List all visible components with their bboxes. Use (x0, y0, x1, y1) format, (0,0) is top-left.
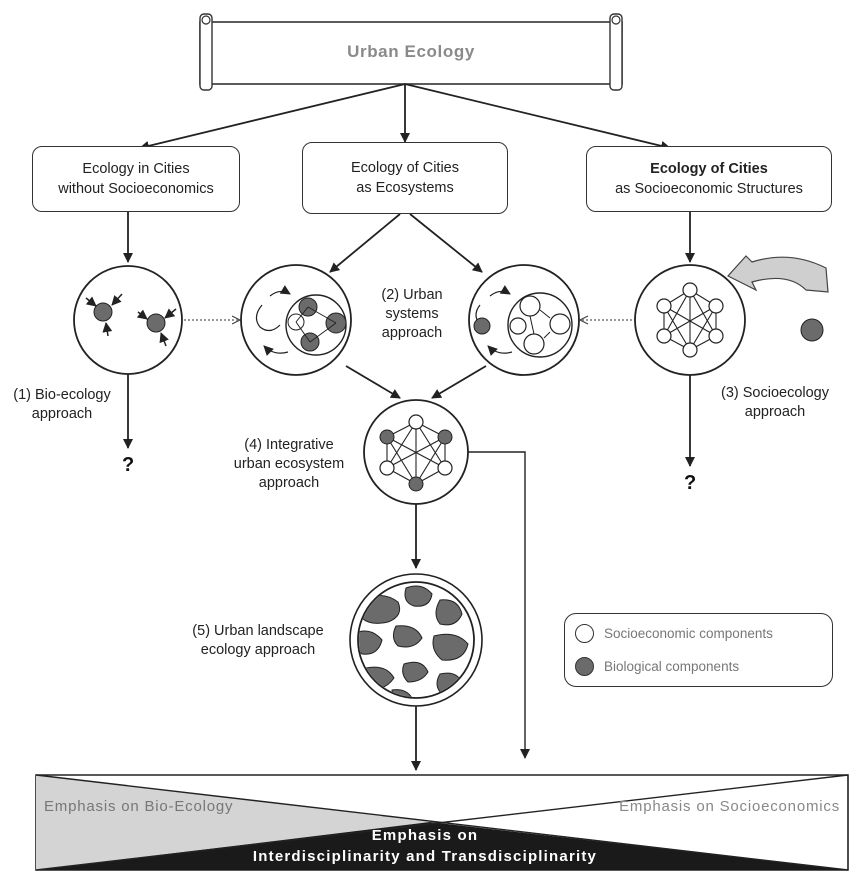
arrow-title-left (139, 83, 406, 151)
emphasis-band (35, 774, 849, 871)
socio-label-line2: approach (744, 404, 806, 420)
branch-left-line1: Ecology in Cities (82, 161, 190, 177)
bio-ecology-circle (73, 265, 183, 375)
socioecology-circle (634, 264, 746, 376)
label-urban-systems-approach: (2) Urban systems approach (362, 286, 462, 343)
bio-label-line2: approach (31, 406, 93, 422)
label-bio-ecology-approach: (1) Bio-ecology approach (2, 386, 122, 424)
integrative-label-line2: urban ecosystem (233, 456, 345, 472)
title-scroll (199, 13, 623, 91)
bio-label-line1: (1) Bio-ecology (13, 387, 111, 403)
bio-circle-icon (575, 657, 594, 676)
legend-bio-label: Biological components (604, 659, 740, 674)
label-landscape-approach: (5) Urban landscape ecology approach (166, 622, 350, 660)
label-socioecology-approach: (3) Socioecology approach (700, 384, 850, 422)
title: Urban Ecology (347, 42, 475, 61)
branch-left-line2: without Socioeconomics (58, 181, 214, 197)
emphasis-center-line2: Interdisciplinarity and Transdisciplinar… (252, 848, 598, 865)
emphasis-center-line1: Emphasis on (371, 827, 479, 844)
question-mark-left: ? (122, 454, 135, 476)
integrative-label-line3: approach (258, 475, 320, 491)
urban-systems-circle-left (240, 264, 352, 376)
integrative-label-line1: (4) Integrative (244, 437, 334, 453)
arrow-middle-to-systems-left (329, 213, 401, 273)
branch-right-line2: as Socioeconomic Structures (615, 181, 803, 197)
landscape-label-line2: ecology approach (200, 642, 316, 658)
landscape-label-line1: (5) Urban landscape (192, 623, 324, 639)
label-integrative-approach: (4) Integrative urban ecosystem approach (214, 436, 364, 493)
legend-row-bio: Biological components (575, 657, 739, 676)
emphasis-bio-ecology: Emphasis on Bio-Ecology (44, 798, 234, 815)
emphasis-socioeconomics: Emphasis on Socioeconomics (619, 798, 840, 815)
question-mark-right: ? (684, 472, 697, 494)
socio-label-line1: (3) Socioecology (721, 385, 829, 401)
legend-row-socio: Socioeconomic components (575, 624, 773, 643)
arrow-title-right (404, 83, 671, 151)
branch-ecology-of-cities-socioeconomic: Ecology of Cities as Socioeconomic Struc… (586, 146, 832, 212)
socio-circle-icon (575, 624, 594, 643)
curved-grey-arrow (727, 255, 829, 293)
arrow-integrative-to-bottom (468, 451, 530, 759)
branch-ecology-in-cities: Ecology in Cities without Socioeconomics (32, 146, 240, 212)
legend-socio-label: Socioeconomic components (604, 626, 773, 641)
systems-label-line2: systems (385, 306, 439, 322)
branch-middle-line2: as Ecosystems (356, 180, 454, 196)
branch-right-line1: Ecology of Cities (650, 161, 768, 177)
arrow-middle-to-systems-right (409, 213, 483, 273)
landscape-circle (349, 573, 483, 707)
arrow-systems-right-to-integrative (431, 365, 487, 399)
integrative-circle (363, 399, 469, 505)
systems-label-line3: approach (381, 325, 443, 341)
branch-ecology-of-cities-ecosystems: Ecology of Cities as Ecosystems (302, 142, 508, 214)
urban-systems-circle-right (468, 264, 580, 376)
systems-label-line1: (2) Urban (381, 287, 443, 303)
branch-middle-line1: Ecology of Cities (351, 160, 459, 176)
arrow-systems-left-to-integrative (345, 365, 401, 399)
biological-dot (800, 318, 824, 342)
legend: Socioeconomic components Biological comp… (564, 613, 833, 687)
